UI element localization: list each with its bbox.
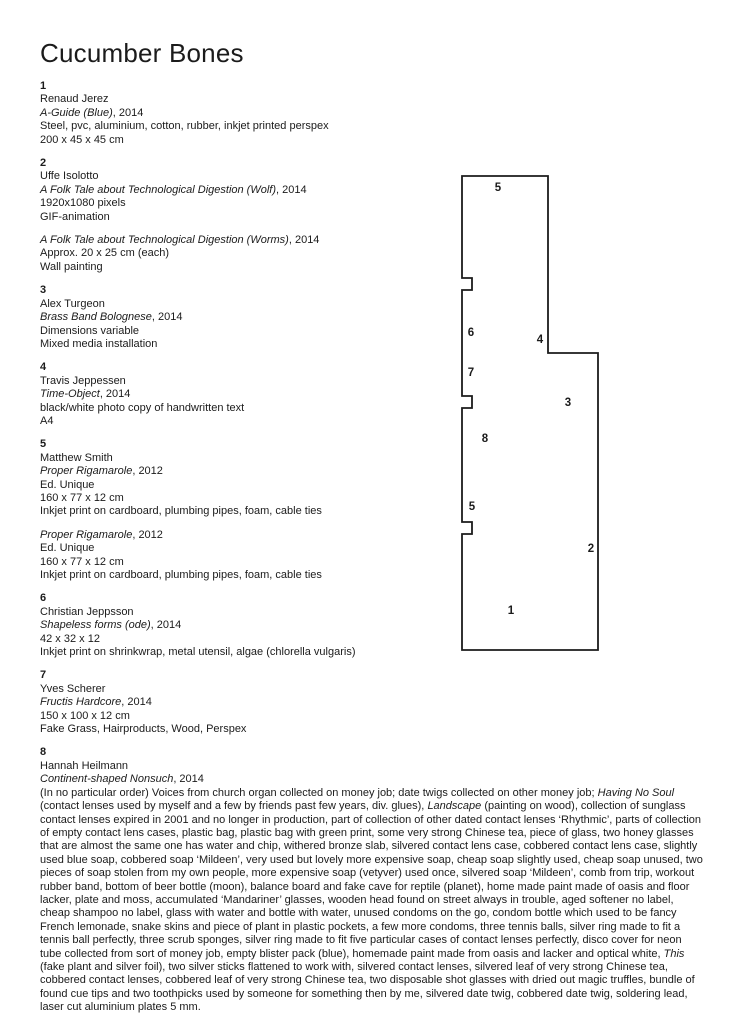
work-detail: Dimensions variable [40,324,140,337]
artist-name: Christian Jeppsson [40,605,134,618]
work-title: A-Guide (Blue), 2014 [40,106,144,119]
work-detail: GIF-animation [40,210,110,223]
work-gap [40,519,442,529]
artist-name: Hannah Heilmann [40,759,129,772]
work-detail: 150 x 100 x 12 cm [40,709,130,722]
work-detail: Wall painting [40,260,103,273]
work-title: Continent-shaped Nonsuch, 2014 [40,773,204,786]
work-detail: Steel, pvc, aluminium, cotton, rubber, i… [40,120,329,133]
work-detail: Mixed media installation [40,337,158,350]
entry-number: 1 [40,80,47,92]
work-title: Time-Object, 2014 [40,388,131,401]
entry-number: 3 [40,284,47,297]
work-detail: Approx. 20 x 25 cm (each) [40,247,170,260]
work-detail: Inkjet print on shrinkwrap, metal utensi… [40,646,356,659]
entry-number: 8 [40,746,47,759]
artist-name: Alex Turgeon [40,297,105,310]
floor-plan-label-8: 8 [482,433,489,445]
work-detail: Inkjet print on cardboard, plumbing pipe… [40,505,322,518]
work-detail: black/white photo copy of handwritten te… [40,401,245,414]
artist-name: Renaud Jerez [40,93,109,106]
entry-number: 2 [40,157,47,170]
work-detail: 160 x 77 x 12 cm [40,555,124,568]
floor-plan-label-3: 3 [565,397,571,409]
entry-number: 5 [40,438,47,451]
floor-plan-label-1: 1 [508,605,515,617]
work-detail: A4 [40,414,54,427]
entry-number: 6 [40,592,47,605]
work-8-description: (In no particular order) Voices from chu… [40,786,703,1014]
entry-number: 4 [40,361,47,374]
floor-plan: 5 6 4 7 3 8 5 2 1 [461,175,599,651]
artist-name: Travis Jeppessen [40,374,126,387]
work-detail: Ed. Unique [40,542,95,555]
page-title: Cucumber Bones [40,38,244,68]
artist-name: Yves Scherer [40,682,106,695]
work-title: Fructis Hardcore, 2014 [40,696,152,709]
work-title: A Folk Tale about Technological Digestio… [40,183,307,196]
work-detail: Inkjet print on cardboard, plumbing pipe… [40,569,322,581]
floor-plan-label-7: 7 [468,367,474,379]
work-detail: Ed. Unique [40,478,95,491]
work-gap [40,224,442,234]
work-title: Proper Rigamarole, 2012 [40,528,163,541]
floor-plan-label-4: 4 [537,334,544,346]
work-title: Shapeless forms (ode), 2014 [40,619,182,632]
work-detail: 1920x1080 pixels [40,197,126,210]
floor-plan-label-5: 5 [469,501,476,513]
work-detail: Fake Grass, Hairproducts, Wood, Perspex [40,723,247,736]
work-detail: 200 x 45 x 45 cm [40,133,124,146]
floor-plan-label-5: 5 [495,182,502,194]
work-title: A Folk Tale about Technological Digestio… [40,234,320,247]
work-title: Proper Rigamarole, 2012 [40,465,163,478]
floor-plan-outline [461,175,599,651]
work-detail: 42 x 32 x 12 [40,632,100,645]
floor-plan-label-6: 6 [468,327,474,339]
floor-plan-label-2: 2 [588,543,594,555]
artist-name: Uffe Isolotto [40,170,99,183]
artist-name: Matthew Smith [40,451,113,464]
entry-number: 7 [40,669,47,682]
work-detail: 160 x 77 x 12 cm [40,491,124,504]
work-title: Brass Band Bolognese, 2014 [40,311,183,324]
